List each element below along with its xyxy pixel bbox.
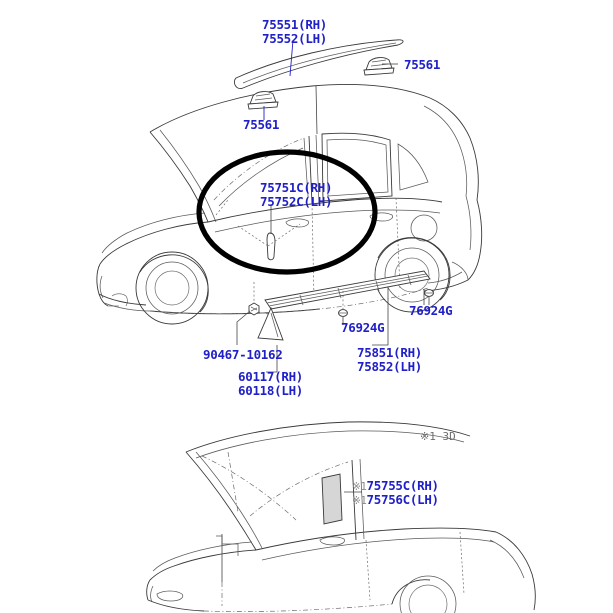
label-center-pillar-rh-prefix: ※1 xyxy=(352,481,367,493)
label-pillar-garnish-rh: 75751C(RH) xyxy=(260,180,333,195)
label-roof-molding-lh: 75552(LH) xyxy=(262,31,328,46)
label-rocker-clip-left: 76924G xyxy=(341,320,385,335)
label-center-pillar-lh-prefix: ※1 xyxy=(352,495,367,507)
label-rocker-clip-right: 76924G xyxy=(409,303,453,318)
label-pillar-garnish-lh: 75752C(LH) xyxy=(260,194,333,209)
label-mudguard-rh: 60117(RH) xyxy=(238,369,304,384)
front-pillar-garnish-part xyxy=(266,206,276,261)
label-roof-molding-rh: 75551(RH) xyxy=(262,17,328,32)
rocker-clip-left-part xyxy=(338,309,348,317)
bolt-90467-part xyxy=(248,302,260,316)
label-bolt-90467: 90467-10162 xyxy=(203,347,283,362)
label-clip-75561-left: 75561 xyxy=(243,117,280,132)
roof-drip-molding-part xyxy=(233,39,404,90)
label-center-pillar-lh: 75756C(LH) xyxy=(366,492,440,507)
note-grade-3d: ※1 3D xyxy=(420,430,456,443)
clip-75561-left-part xyxy=(247,91,279,110)
label-clip-75561-right: 75561 xyxy=(404,57,441,72)
mudguard-part xyxy=(257,306,284,341)
label-rocker-molding-rh: 75851(RH) xyxy=(357,345,423,360)
lower-car-outline xyxy=(146,421,536,613)
rocker-molding-part xyxy=(264,270,431,310)
highlight-ellipse xyxy=(196,149,378,275)
label-mudguard-lh: 60118(LH) xyxy=(238,383,304,398)
clip-75561-right-part xyxy=(363,57,395,76)
label-center-pillar-rh: 75755C(RH) xyxy=(366,478,440,493)
upper-car-outline xyxy=(96,84,483,325)
label-center-pillar-lh-row: ※175756C(LH) xyxy=(352,493,439,508)
rocker-clip-right-part xyxy=(424,289,434,297)
center-pillar-garnish-part xyxy=(321,473,343,525)
label-rocker-molding-lh: 75852(LH) xyxy=(357,359,423,374)
label-center-pillar-rh-row: ※175755C(RH) xyxy=(352,479,439,494)
